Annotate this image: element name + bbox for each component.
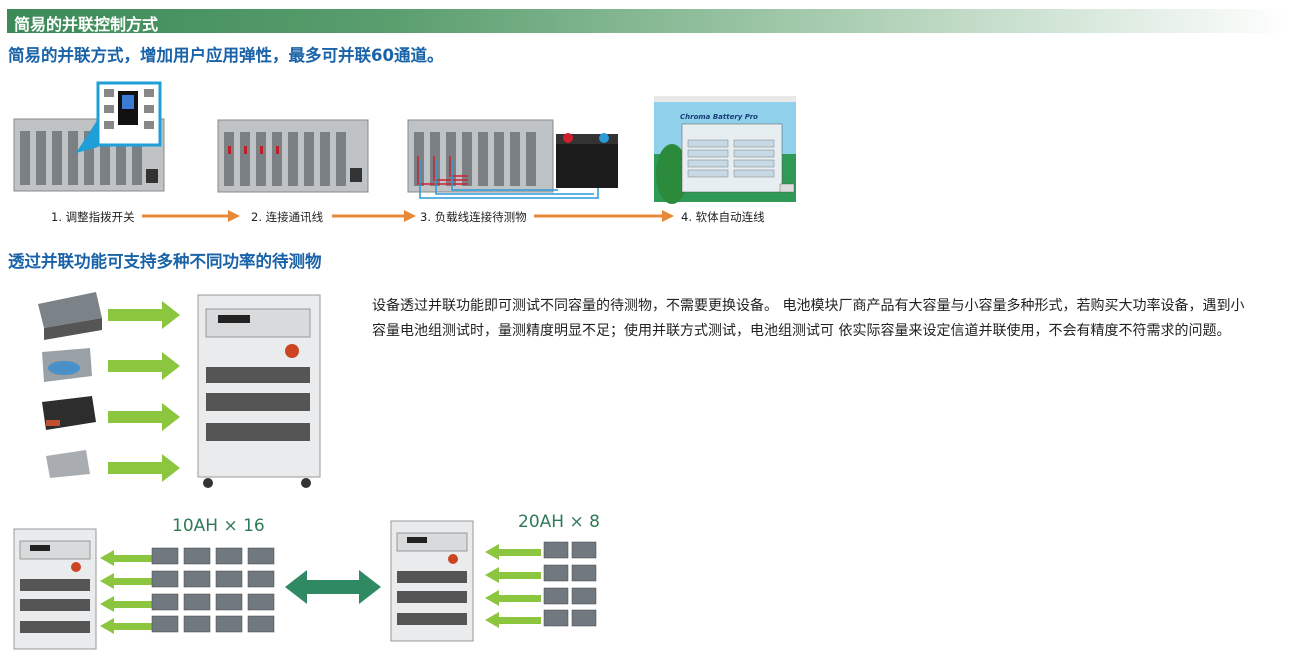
- cabinet-right-illustration: [390, 520, 474, 642]
- description-paragraph: 设备透过并联功能即可测试不同容量的待测物，不需要更换设备。 电池模块厂商产品有大…: [372, 298, 1245, 339]
- step-2-label: 2. 连接通讯线: [251, 210, 324, 224]
- cabinet-left-illustration: [13, 528, 97, 650]
- arrow-step-2-to-3: [332, 210, 416, 222]
- battery-types-illustration: [38, 292, 180, 482]
- section-title: 简易的并联控制方式: [14, 15, 159, 34]
- step-3-label: 3. 负载线连接待测物: [420, 210, 527, 224]
- headline-multi-power: 透过并联功能可支持多种不同功率的待测物: [8, 252, 322, 271]
- arrow-step-3-to-4: [534, 210, 674, 222]
- config-left-label: 10AH × 16: [172, 516, 265, 536]
- battery-grid-10ah: [151, 547, 275, 633]
- step-4-label: 4. 软体自动连线: [681, 210, 765, 224]
- step-1-device-icon: [13, 81, 165, 192]
- section-banner: [7, 9, 1290, 33]
- step-1-label: 1. 调整指拨开关: [51, 210, 135, 224]
- battery-grid-20ah: [543, 541, 597, 627]
- step-2-device-icon: [217, 119, 369, 193]
- arrow-step-1-to-2: [142, 210, 240, 222]
- cabinet-large-illustration: [197, 294, 321, 488]
- step-3-device-icon: [407, 119, 618, 199]
- swap-arrow-icon: [285, 570, 381, 604]
- left-channel-arrows: [100, 550, 156, 634]
- software-title: Chroma Battery Pro: [680, 113, 758, 121]
- software-screenshot: [654, 96, 796, 204]
- config-right-label: 20AH × 8: [518, 512, 600, 532]
- right-channel-arrows: [485, 544, 541, 628]
- headline-parallel-method: 简易的并联方式，增加用户应用弹性，最多可并联60通道。: [8, 46, 444, 65]
